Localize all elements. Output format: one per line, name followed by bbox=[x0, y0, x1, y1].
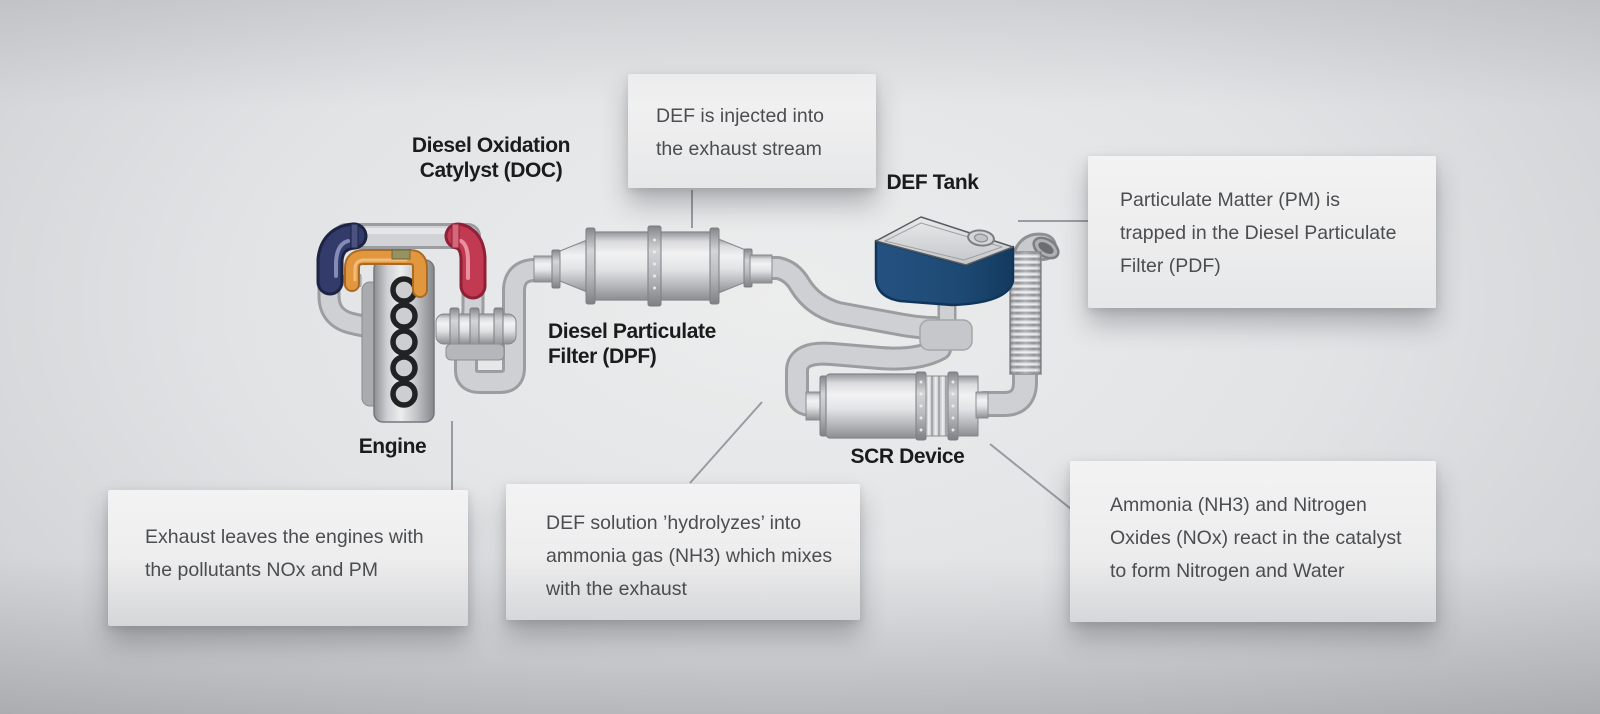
def-injector bbox=[919, 319, 973, 351]
flange-bolts bbox=[653, 238, 656, 290]
scr-flange-bolts bbox=[919, 380, 955, 432]
callout-ammonia-reacts-line3: to form Nitrogen and Water bbox=[1110, 560, 1345, 582]
engine-elbow-orange bbox=[343, 249, 428, 298]
label-doc-line1: Diesel Oxidation bbox=[411, 134, 571, 157]
label-dpf-line1: Diesel Particulate bbox=[548, 320, 716, 343]
callout-ammonia-reacts-line2: Oxides (NOx) react in the catalyst bbox=[1110, 527, 1402, 549]
label-doc: Diesel Oxidation Catylyst (DOC) bbox=[402, 133, 580, 183]
doc-dpf-canister bbox=[533, 225, 773, 307]
label-scr-text: SCR Device bbox=[850, 445, 965, 468]
label-engine-text: Engine bbox=[358, 435, 427, 458]
callout-def-hydrolyzes-line1: DEF solution ’hydrolyzes’ into bbox=[546, 512, 802, 534]
intake-elbow-blue bbox=[316, 222, 368, 296]
callout-exhaust-leaves-line2: the pollutants NOx and PM bbox=[145, 559, 379, 581]
callout-def-hydrolyzes: DEF solution ’hydrolyzes’ into ammonia g… bbox=[506, 484, 860, 620]
label-dpf: Diesel Particulate Filter (DPF) bbox=[548, 319, 758, 369]
exhaust-elbow-red bbox=[444, 222, 487, 300]
injector-to-scr-pipe bbox=[785, 337, 952, 417]
label-def-tank: DEF Tank bbox=[860, 170, 1005, 195]
callout-def-injected-line2: the exhaust stream bbox=[656, 138, 822, 160]
callout-def-injected: DEF is injected into the exhaust stream bbox=[628, 74, 876, 188]
label-def-tank-text: DEF Tank bbox=[886, 171, 979, 194]
connector-def-hydrolyzes bbox=[689, 401, 763, 484]
flex-tailpipe bbox=[1009, 232, 1060, 375]
engine-block bbox=[361, 259, 435, 423]
sensor-fitting bbox=[391, 249, 411, 260]
callout-pm-trapped-line2: trapped in the Diesel Particulate bbox=[1120, 222, 1397, 244]
callout-ammonia-reacts: Ammonia (NH3) and Nitrogen Oxides (NOx) … bbox=[1070, 461, 1436, 622]
callout-exhaust-leaves-line1: Exhaust leaves the engines with bbox=[145, 526, 424, 548]
callout-def-hydrolyzes-line2: ammonia gas (NH3) which mixes bbox=[546, 545, 833, 567]
callout-pm-trapped-line1: Particulate Matter (PM) is bbox=[1120, 189, 1340, 211]
callout-exhaust-leaves: Exhaust leaves the engines with the poll… bbox=[108, 490, 468, 626]
callout-pm-trapped: Particulate Matter (PM) is trapped in th… bbox=[1088, 156, 1436, 308]
scr-device bbox=[805, 371, 989, 441]
callout-def-hydrolyzes-line3: with the exhaust bbox=[546, 578, 687, 600]
callout-pm-trapped-line3: Filter (PDF) bbox=[1120, 255, 1221, 277]
label-engine: Engine bbox=[330, 434, 455, 459]
label-dpf-line2: Filter (DPF) bbox=[548, 345, 657, 368]
label-scr: SCR Device bbox=[835, 444, 980, 469]
callout-ammonia-reacts-line1: Ammonia (NH3) and Nitrogen bbox=[1110, 494, 1367, 516]
turbocharger bbox=[435, 307, 517, 361]
engine-to-doc-pipe bbox=[454, 258, 564, 394]
doc-to-injector-pipe bbox=[756, 256, 946, 340]
callout-def-injected-line1: DEF is injected into bbox=[656, 105, 824, 127]
def-tank bbox=[874, 216, 1015, 307]
cylinder-ports bbox=[390, 276, 418, 408]
label-doc-line2: Catylyst (DOC) bbox=[419, 159, 563, 182]
scr-to-flex-pipe bbox=[971, 353, 1038, 417]
